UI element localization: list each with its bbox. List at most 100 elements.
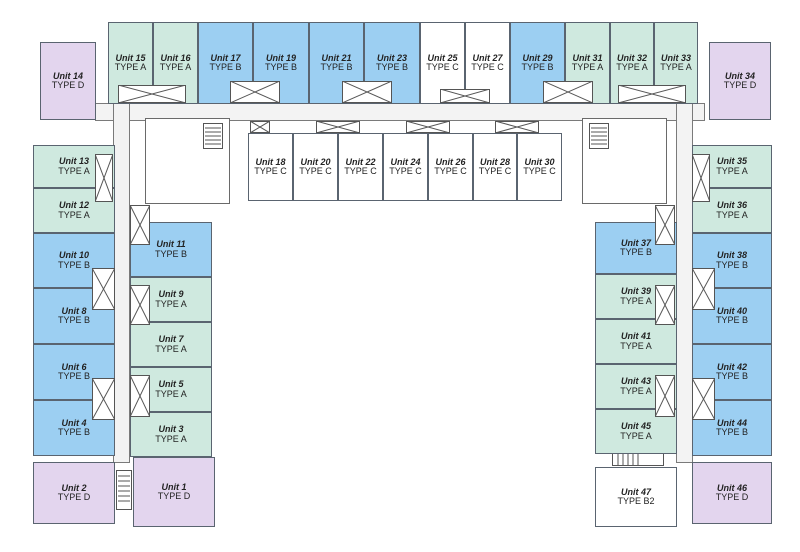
unit-type: TYPE A [716,165,748,176]
unit-type: TYPE A [159,62,192,72]
shaft-icon-right-outer-1 [692,154,710,202]
unit-label: Unit 19 [265,52,296,63]
unit-type: TYPE B [715,315,748,325]
unit-type: TYPE B [521,62,554,72]
unit-type: TYPE A [571,62,604,72]
unit-type: TYPE B [375,62,408,72]
unit-label: Unit 18 [255,156,286,167]
shaft-icon-right-outer-3 [692,378,715,420]
unit-type: TYPE C [344,166,377,176]
unit-type: TYPE B [264,62,297,72]
unit-type: TYPE D [57,492,91,502]
shaft-icon-right-inner-1 [655,205,675,245]
unit-type: TYPE A [616,62,648,72]
stair-icon-core-right [589,123,609,149]
unit-label: Unit 20 [300,156,331,167]
unit-label: Unit 43 [620,376,651,387]
unit-label: Unit 28 [479,156,510,167]
unit-type: TYPE A [620,385,652,396]
unit-type: TYPE D [51,80,85,90]
unit-label: Unit 8 [61,305,87,316]
unit-type: TYPE A [58,165,90,176]
stair-icon-bottom-left [116,470,132,510]
stair-icon-core-left [203,123,223,149]
unit-label: Unit 45 [620,421,651,432]
unit-type: TYPE C [434,166,467,176]
unit-label: Unit 44 [716,417,747,428]
unit-label: Unit 17 [210,52,241,63]
shaft-icon-left-outer-1 [95,154,113,202]
unit-label: Unit 37 [620,237,651,248]
stair-icon-bottom-right [612,452,664,466]
unit-type: TYPE A [620,340,652,351]
shaft-icon-right-inner-3 [655,375,675,417]
shaft-icon-inner-1 [250,121,270,133]
unit-label: Unit 6 [61,361,87,372]
unit-label: Unit 33 [660,52,691,63]
unit-type: TYPE B [57,315,90,325]
unit-label: Unit 47 [620,486,651,497]
unit-label: Unit 22 [345,156,376,167]
unit-label: Unit 14 [52,70,83,81]
unit-label: Unit 11 [156,239,186,250]
unit-type: TYPE B2 [617,496,655,506]
unit-type: TYPE B [619,247,652,257]
service-core-right [582,118,667,204]
unit-label: Unit 15 [115,52,146,63]
unit-type: TYPE C [523,166,556,176]
unit-label: Unit 32 [616,52,647,63]
unit-type: TYPE C [389,166,422,176]
unit-type: TYPE D [723,80,757,90]
unit-type: TYPE A [620,430,652,441]
unit-type: TYPE A [620,295,652,306]
unit-label: Unit 25 [427,52,458,63]
unit-label: Unit 38 [716,250,747,261]
unit-label: Unit 9 [158,289,184,300]
unit-label: Unit 7 [158,334,184,345]
unit-label: Unit 2 [61,482,87,493]
shaft-icon-top-4 [440,89,490,103]
unit-label: Unit 36 [716,200,747,211]
unit-label: Unit 16 [160,52,191,63]
unit-type: TYPE A [716,209,748,220]
unit-label: Unit 46 [716,482,747,493]
unit-label: Unit 34 [724,70,755,81]
shaft-icon-left-inner-1 [130,205,150,245]
shaft-icon-inner-3 [406,121,450,133]
shaft-icon-top-1 [118,85,186,103]
unit-label: Unit 27 [472,52,503,63]
unit-type: TYPE C [478,166,512,176]
unit-label: Unit 26 [435,156,466,167]
shaft-icon-top-3 [342,81,392,103]
unit-type: TYPE A [155,343,187,354]
unit-type: TYPE B [154,248,187,259]
unit-type: TYPE B [715,259,748,270]
unit-label: Unit 5 [158,379,184,390]
unit-type: TYPE B [715,371,748,381]
shaft-icon-left-outer-2 [92,268,115,310]
unit-label: Unit 1 [161,481,187,492]
unit-label: Unit 10 [58,250,89,261]
